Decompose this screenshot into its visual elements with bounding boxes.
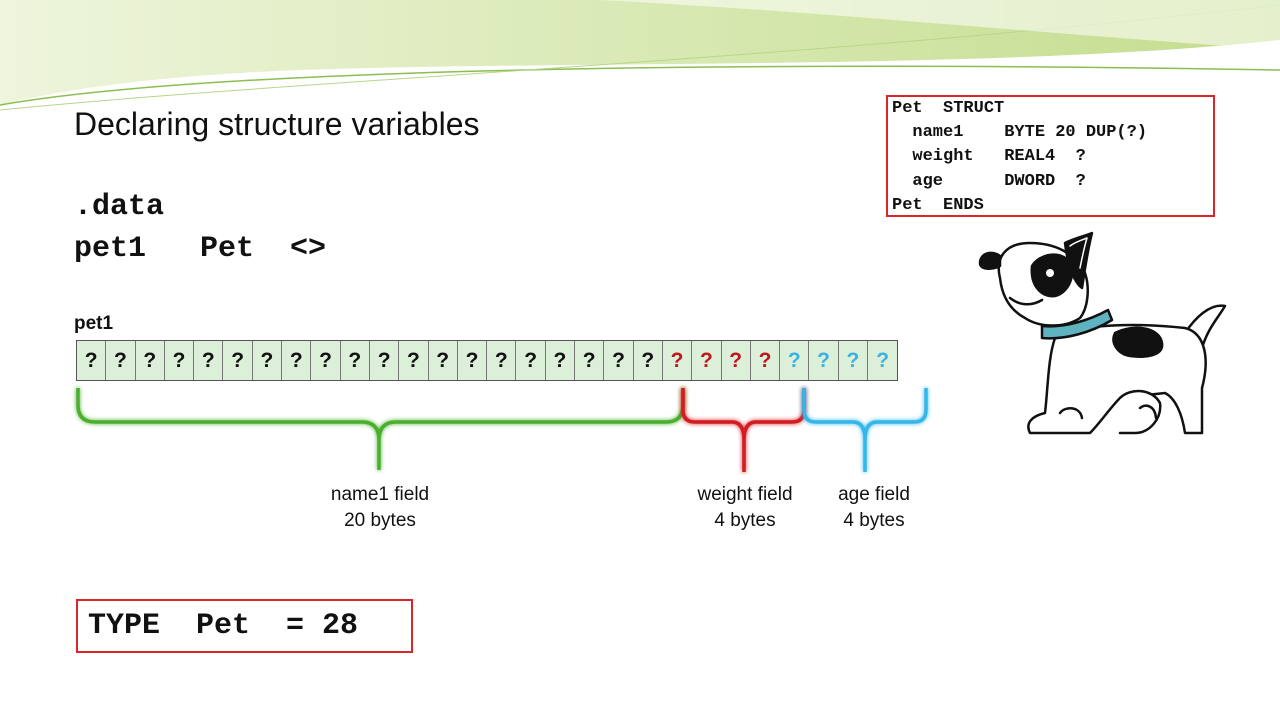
memory-cell-name: ?	[487, 341, 517, 380]
struct-line: weight REAL4 ?	[892, 147, 1086, 166]
slide-title: Declaring structure variables	[74, 106, 480, 142]
weight-brace	[681, 388, 806, 472]
memory-cell-age: ?	[838, 341, 869, 380]
memory-cell-name: ?	[135, 341, 165, 380]
age-brace	[802, 388, 928, 472]
memory-cell-name: ?	[164, 341, 195, 380]
memory-cell-name: ?	[311, 341, 341, 380]
weight-field-size: 4 bytes	[714, 510, 776, 531]
type-result-box: TYPE Pet = 28	[76, 599, 413, 653]
memory-cell-name: ?	[106, 341, 136, 380]
name1-field-size: 20 bytes	[344, 510, 416, 531]
name1-brace	[76, 388, 685, 470]
memory-cell-weight: ?	[662, 341, 693, 380]
memory-cell-weight: ?	[721, 341, 751, 380]
memory-cell-name: ?	[604, 341, 634, 380]
age-field-size: 4 bytes	[843, 510, 905, 531]
memory-cell-name: ?	[223, 341, 253, 380]
code-data-directive: .data	[74, 190, 165, 224]
struct-definition-box: Pet STRUCT name1 BYTE 20 DUP(?) weight R…	[886, 95, 1215, 217]
memory-cell-name: ?	[77, 341, 107, 380]
memory-cell-name: ?	[516, 341, 546, 380]
struct-line: Pet ENDS	[892, 196, 984, 215]
age-field-title: age field	[838, 484, 910, 505]
memory-cell-name: ?	[545, 341, 576, 380]
memory-cell-name: ?	[252, 341, 283, 380]
memory-cell-weight: ?	[750, 341, 781, 380]
type-result-text: TYPE Pet = 28	[88, 609, 359, 643]
memory-cell-name: ?	[340, 341, 370, 380]
memory-cell-name: ?	[194, 341, 224, 380]
header-swoosh-decoration	[0, 0, 1280, 111]
memory-label: pet1	[74, 313, 114, 334]
memory-cell-name: ?	[457, 341, 488, 380]
memory-cell-name: ?	[633, 341, 663, 380]
name1-field-title: name1 field	[330, 484, 430, 505]
memory-cell-age: ?	[780, 341, 810, 380]
dog-illustration	[978, 231, 1227, 435]
memory-cell-weight: ?	[692, 341, 722, 380]
memory-cell-age: ?	[868, 341, 898, 380]
memory-cell-age: ?	[809, 341, 839, 380]
age-field-label: age field 4 bytes	[810, 482, 938, 534]
struct-line: age DWORD ?	[892, 172, 1086, 191]
memory-cell-name: ?	[399, 341, 429, 380]
memory-cell-name: ?	[282, 341, 312, 380]
code-variable-declaration: pet1 Pet <>	[74, 232, 327, 266]
weight-field-title: weight field	[697, 484, 793, 505]
weight-field-label: weight field 4 bytes	[674, 482, 816, 534]
memory-cell-name: ?	[369, 341, 400, 380]
memory-cell-name: ?	[428, 341, 458, 380]
memory-byte-row: ????????????????????????????	[76, 340, 899, 381]
memory-cell-name: ?	[575, 341, 605, 380]
name1-field-label: name1 field 20 bytes	[300, 482, 460, 534]
struct-line: Pet STRUCT	[892, 99, 1005, 118]
struct-line: name1 BYTE 20 DUP(?)	[892, 123, 1148, 142]
